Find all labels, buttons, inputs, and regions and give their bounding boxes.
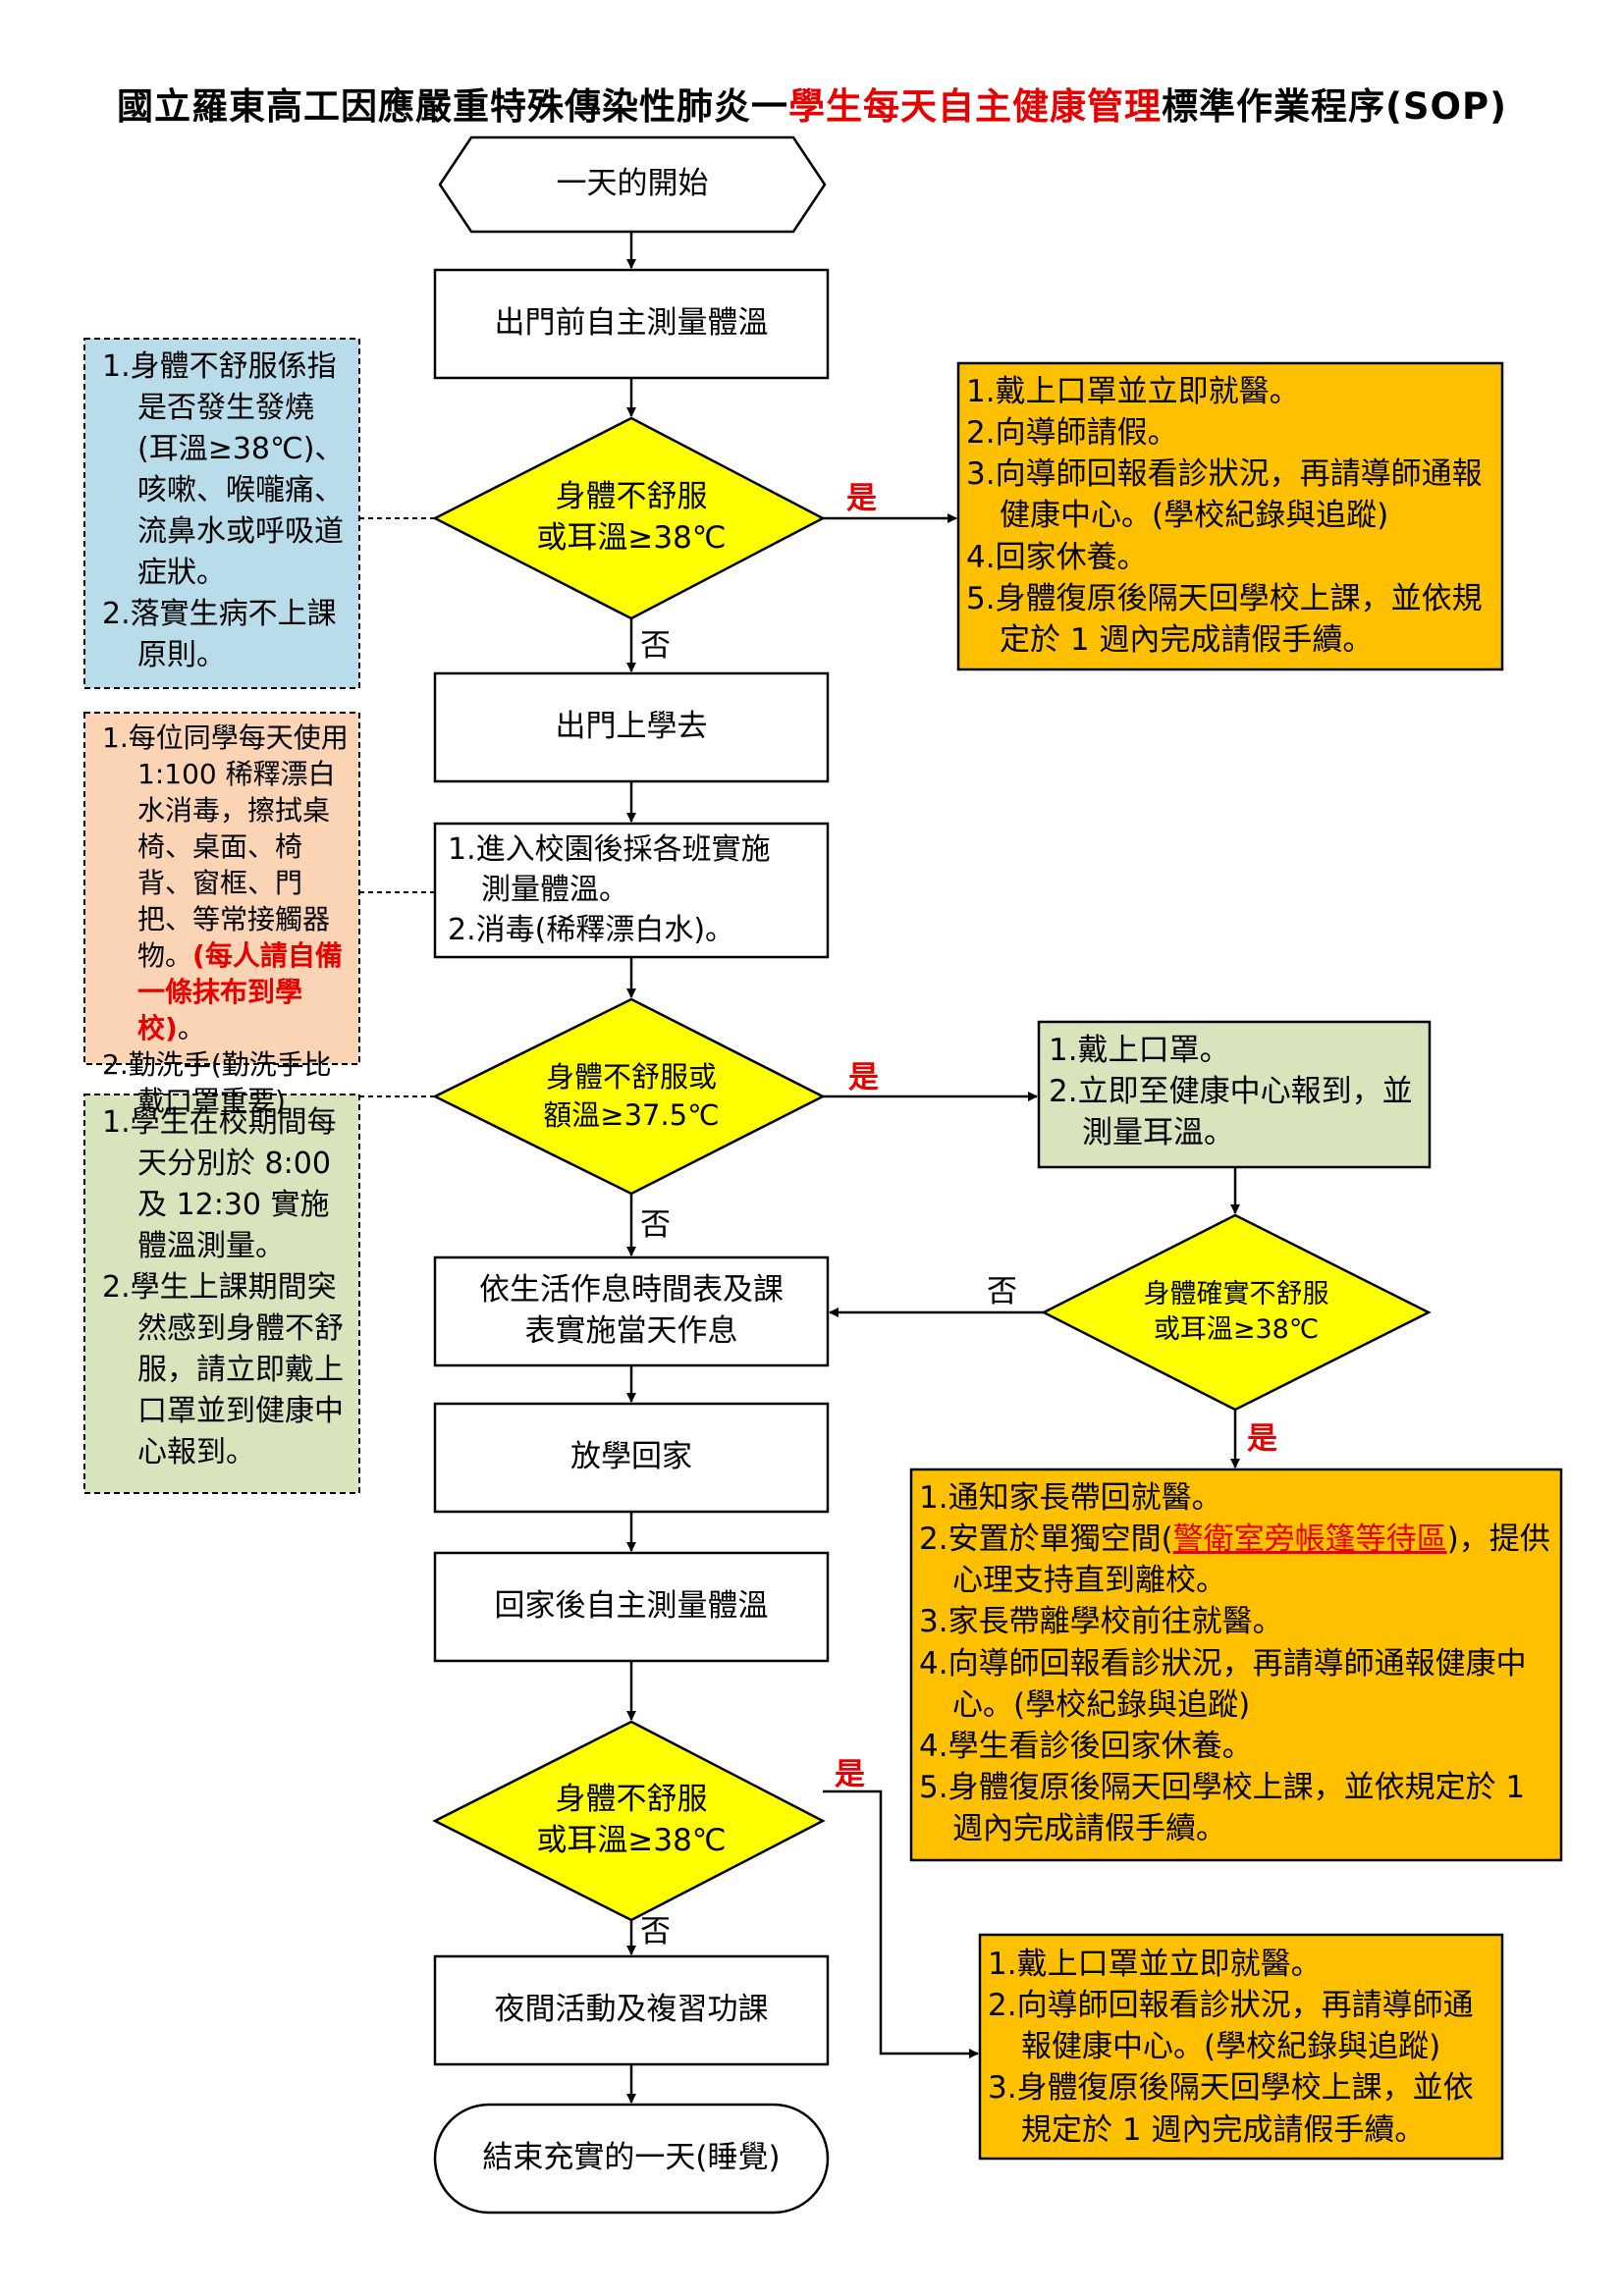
yes1-list: 1.戴上口罩並立即就醫。 2.向導師請假。 3.向導師回報看診狀況，再請導師通報…: [966, 374, 1483, 658]
yes2-box: [1037, 1020, 1432, 1169]
schedule-label: 依生活作息時間表及課表實施當天作息: [479, 1272, 784, 1349]
yes-label-2: 是: [848, 1060, 879, 1095]
measure-home-label: 出門前自主測量體溫: [494, 305, 769, 342]
measure-night-label: 回家後自主測量體溫: [494, 1588, 769, 1625]
note-connectors: [359, 517, 435, 1097]
yes-label-3: 是: [835, 1757, 865, 1792]
decision3-label: 身體不舒服或耳溫≥38℃: [536, 1782, 727, 1858]
no-label-2: 否: [640, 1207, 671, 1243]
yes3-box: [978, 1933, 1504, 2161]
note1-text: 1.身體不舒服係指是否發生發燒(耳溫≥38℃)、咳嗽、喉嚨痛、流鼻水或呼吸道症狀…: [102, 349, 345, 672]
start-terminator: [438, 135, 827, 234]
start-label: 一天的開始: [556, 166, 709, 202]
tent-waiting-area: 警衛室旁帳篷等待區: [1172, 1522, 1447, 1558]
note3-box: [83, 1094, 360, 1494]
note1-box: [83, 338, 360, 689]
go-home-label: 放學回家: [570, 1439, 692, 1475]
night-label: 夜間活動及複習功課: [494, 1992, 769, 2028]
note2-box: [83, 712, 360, 1065]
go-school-box: [433, 671, 830, 783]
yes4-box: [909, 1468, 1563, 1862]
yes-label-1: 是: [846, 481, 877, 516]
campus-box: [433, 822, 830, 959]
night-box: [433, 1954, 830, 2066]
no-label-4: 否: [987, 1274, 1017, 1309]
page-title: 國立羅東高工因應嚴重特殊傳染性肺炎一學生每天自主健康管理標準作業程序(SOP): [116, 85, 1508, 128]
yes4-list: 1.通知家長帶回就醫。 2.安置於單獨空間(警衛室旁帳篷等待區)，提供心理支持直…: [919, 1480, 1550, 1847]
go-school-label: 出門上學去: [555, 709, 708, 745]
yes2-list: 1.戴上口罩。 2.立即至健康中心報到，並測量耳溫。: [1049, 1033, 1413, 1151]
decision1-label: 身體不舒服或耳溫≥38℃: [536, 479, 727, 556]
campus-label: 1.進入校園後採各班實施 測量體溫。 2.消毒(稀釋漂白水)。: [448, 832, 771, 947]
note3-text: 1.學生在校期間每天分別於 8:00 及 12:30 實施體溫測量。 2.學生上…: [102, 1105, 344, 1469]
decision4-label: 身體確實不舒服或耳溫≥38℃: [1143, 1278, 1329, 1345]
decision2-label: 身體不舒服或額溫≥37.5℃: [543, 1059, 720, 1132]
yes-label-4: 是: [1247, 1421, 1277, 1457]
connectors: [626, 232, 1240, 2104]
yes3-list: 1.戴上口罩並立即就醫。 2.向導師回報看診狀況，再請導師通報健康中心。(學校紀…: [988, 1947, 1474, 2148]
go-home-box: [433, 1402, 830, 1514]
end-label: 結束充實的一天(睡覺): [482, 2140, 781, 2176]
note2-text: 1.每位同學每天使用 1:100 稀釋漂白水消毒，擦拭桌椅、桌面、椅背、窗框、門…: [102, 721, 349, 1117]
no-label-1: 否: [640, 628, 671, 664]
no-label-3: 否: [640, 1914, 671, 1949]
measure-home-box: [433, 268, 830, 380]
schedule-box: [433, 1255, 830, 1367]
end-terminator: [433, 2103, 830, 2215]
measure-night-box: [433, 1551, 830, 1663]
yes1-box: [956, 361, 1504, 671]
